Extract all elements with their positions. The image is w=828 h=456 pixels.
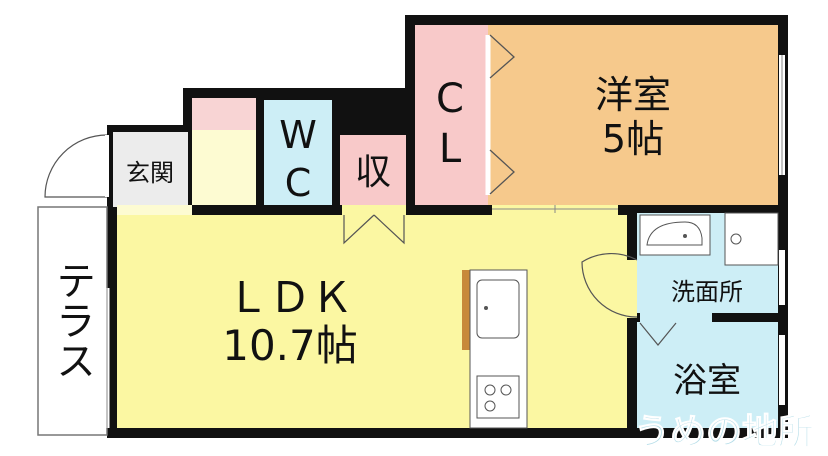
western-room-label: 洋室 (595, 73, 671, 117)
washbasin-bowl (646, 221, 703, 246)
burner-3 (484, 400, 496, 412)
closet-label-1: C (436, 76, 464, 122)
toilet (264, 100, 332, 205)
toilet-label-2: C (285, 161, 312, 205)
closet (415, 25, 488, 205)
storage-label: 収 (355, 152, 391, 193)
western-room-size: 5帖 (602, 117, 664, 161)
stove-icon (476, 375, 520, 419)
ldk (117, 215, 627, 428)
opening-bathroom (640, 313, 712, 322)
entrance-door-swing (44, 134, 108, 198)
washbasin-drain (683, 234, 687, 238)
entrance-label: 玄関 (126, 159, 174, 187)
storage (340, 135, 406, 205)
shoe-box (192, 98, 256, 130)
washroom-door-swing (581, 253, 638, 318)
washroom-label: 洗面所 (671, 278, 743, 306)
kitchen-counter (462, 270, 470, 350)
washer-drain (730, 233, 742, 245)
bathroom-label: 浴室 (673, 361, 741, 401)
burner-1 (484, 384, 496, 396)
opening-storage (342, 205, 406, 215)
closet-door-upper (489, 34, 515, 79)
bathroom-door (639, 322, 677, 346)
storage-door-left (343, 214, 375, 245)
opening-washroom (627, 260, 637, 318)
ldk-label: ＬＤＫ (227, 273, 353, 322)
entrance-step (192, 130, 256, 205)
opening-entrance-ldk (117, 205, 192, 215)
western-room (488, 25, 778, 205)
toilet-label-1: W (279, 113, 317, 157)
ldk-size: 10.7帖 (222, 321, 358, 370)
sink-icon (476, 279, 520, 339)
sink-drain (484, 306, 488, 310)
bathroom (637, 322, 778, 428)
burner-2 (500, 384, 512, 396)
company-logo: うめの地所 (634, 412, 814, 453)
terrace-label: テラス (49, 260, 95, 380)
entrance (113, 132, 188, 207)
closet-door-lower (489, 149, 515, 195)
closet-label-2: L (439, 126, 462, 172)
storage-door-right (373, 214, 405, 245)
